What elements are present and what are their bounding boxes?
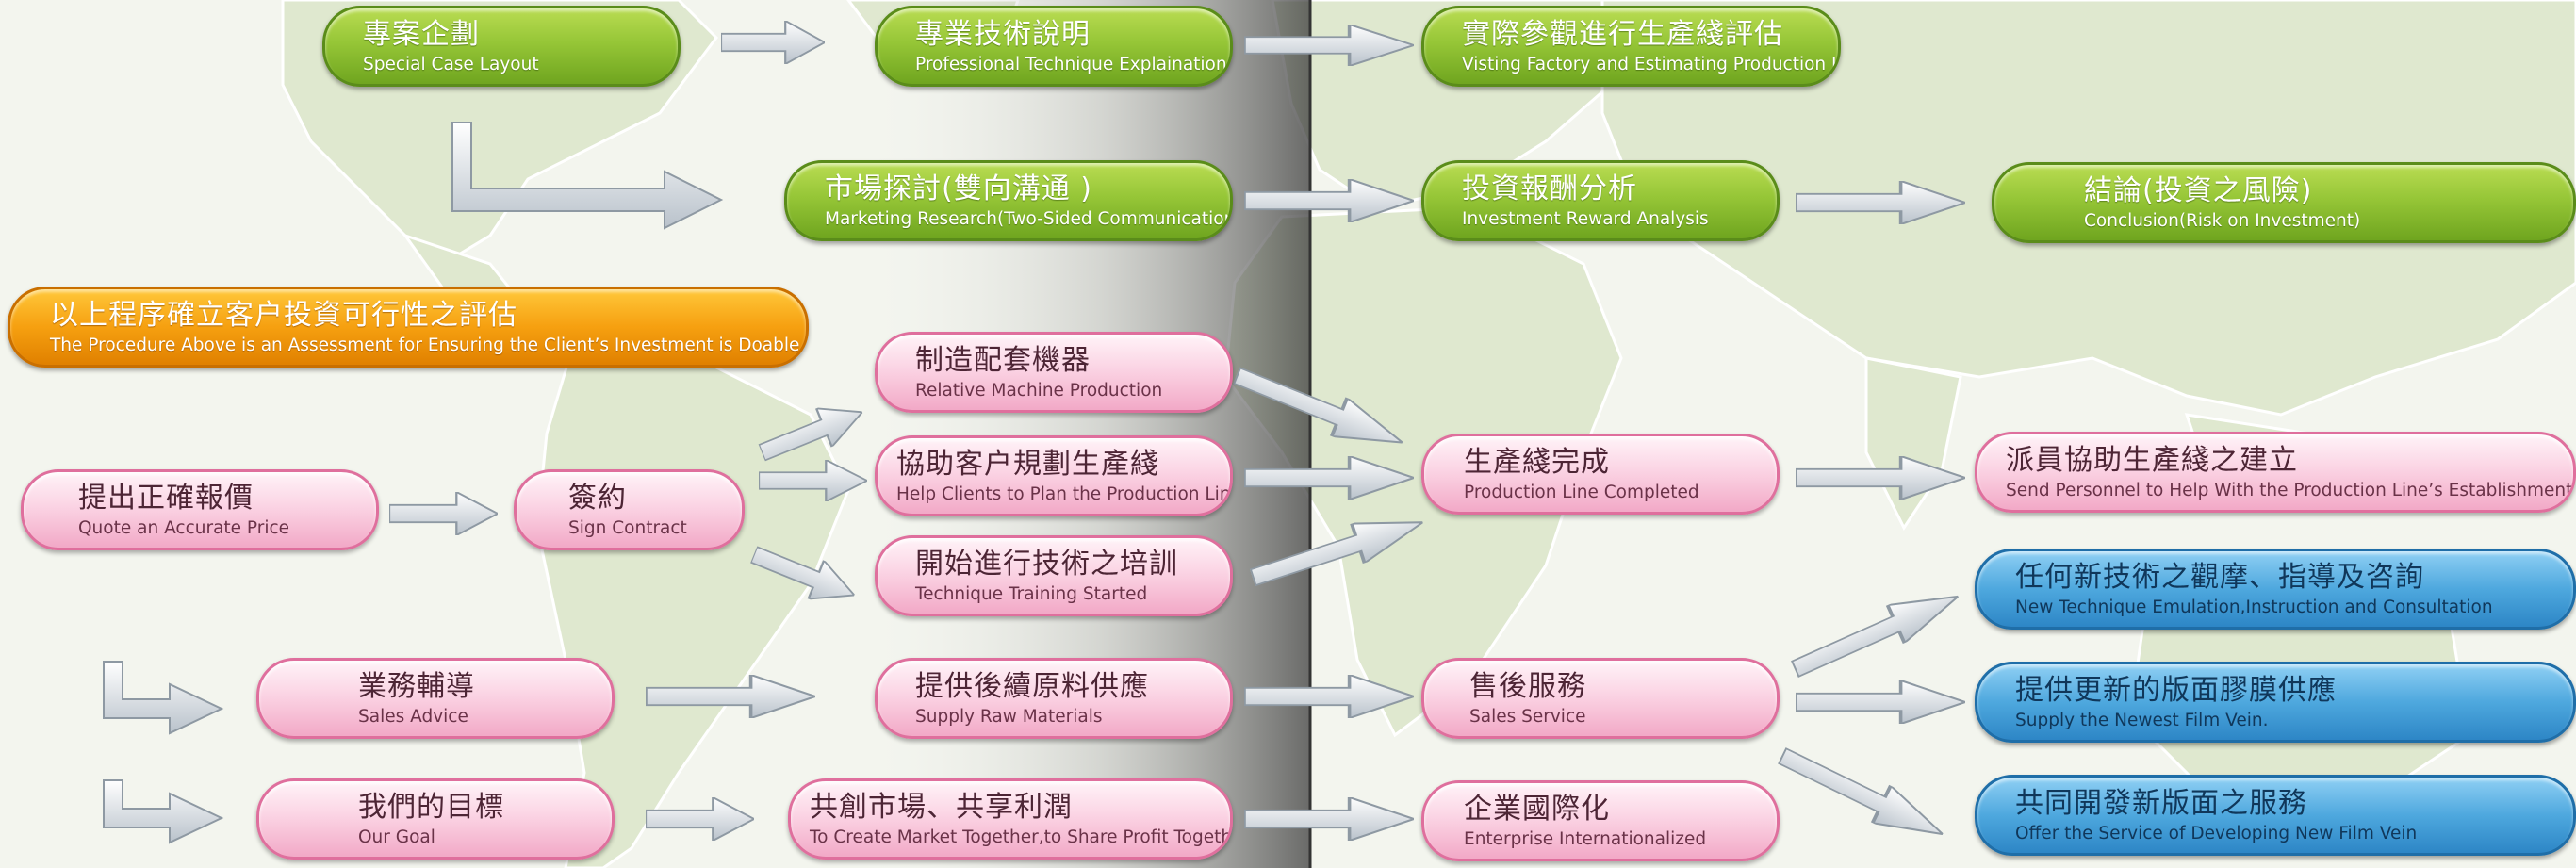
node-title: 開始進行技術之培訓: [915, 547, 1178, 581]
node-sales-service: 售後服務 Sales Service: [1421, 658, 1780, 739]
arrow-up-right: [1786, 577, 1967, 689]
node-investment-reward: 投資報酬分析 Investment Reward Analysis: [1421, 160, 1780, 241]
node-plan-production: 協助客户規劃生產綫 Help Clients to Plan the Produ…: [875, 435, 1233, 516]
elbow-arrow: [103, 779, 224, 844]
arrow-right: [1796, 181, 1965, 224]
arrow-right: [389, 492, 498, 535]
node-title: 業務輔導: [358, 669, 475, 703]
node-subtitle: Help Clients to Plan the Production Line: [896, 483, 1233, 504]
node-title: 市場探討(雙向溝通 ): [825, 172, 1092, 205]
node-subtitle: Relative Machine Production: [915, 380, 1163, 401]
node-internationalized: 企業國際化 Enterprise Internationalized: [1421, 780, 1780, 861]
node-quote-price: 提出正確報價 Quote an Accurate Price: [21, 469, 379, 550]
elbow-arrow: [451, 122, 724, 230]
node-title: 共創市場、共享利潤: [810, 790, 1073, 824]
node-title: 企業國際化: [1464, 792, 1610, 826]
node-conclusion: 結論(投資之風險) Conclusion(Risk on Investment): [1992, 162, 2576, 243]
node-title: 我們的目標: [358, 790, 504, 824]
node-subtitle: Sales Service: [1469, 706, 1586, 727]
node-subtitle: Supply the Newest Film Vein.: [2015, 710, 2269, 730]
node-create-market: 共創市場、共享利潤 To Create Market Together,to S…: [788, 778, 1233, 860]
node-title: 生產綫完成: [1464, 445, 1610, 479]
node-title: 實際參觀進行生產綫評估: [1462, 17, 1783, 51]
node-subtitle: Sign Contract: [568, 517, 687, 538]
node-subtitle: Offer the Service of Developing New Film…: [2015, 823, 2418, 843]
node-subtitle: Quote an Accurate Price: [78, 517, 290, 538]
node-subtitle: Sales Advice: [358, 706, 468, 727]
node-subtitle: To Create Market Together,to Share Profi…: [810, 827, 1233, 847]
node-title: 售後服務: [1469, 669, 1586, 703]
node-title: 提供更新的版面膠膜供應: [2015, 673, 2337, 707]
node-subtitle: Conclusion(Risk on Investment): [2084, 210, 2361, 231]
node-title: 共同開發新版面之服務: [2015, 786, 2307, 820]
arrow-right: [646, 797, 754, 841]
node-title: 以上程序確立客户投資可行性之評估: [50, 298, 517, 332]
node-visiting-factory: 實際參觀進行生產綫評估 Visting Factory and Estimati…: [1421, 6, 1841, 87]
node-send-personnel: 派員協助生產綫之建立 Send Personnel to Help With t…: [1975, 432, 2576, 513]
node-title: 協助客户規劃生產綫: [896, 447, 1159, 481]
node-sales-advice: 業務輔導 Sales Advice: [256, 658, 615, 739]
node-special-case-layout: 專案企劃 Special Case Layout: [322, 6, 681, 87]
node-subtitle: Marketing Research(Two-Sided Communicati…: [825, 208, 1233, 229]
node-title: 制造配套機器: [915, 343, 1091, 377]
arrow-right: [1244, 25, 1414, 66]
node-subtitle: Our Goal: [358, 827, 435, 847]
arrow-down-right: [746, 535, 862, 614]
node-title: 專案企劃: [363, 17, 480, 51]
arrow-right: [759, 460, 867, 501]
node-subtitle: Professional Technique Explaination: [915, 54, 1227, 74]
node-subtitle: Enterprise Internationalized: [1464, 828, 1707, 849]
node-marketing-research: 市場探討(雙向溝通 ) Marketing Research(Two-Sided…: [784, 160, 1233, 241]
node-title: 派員協助生產綫之建立: [2006, 443, 2298, 477]
arrow-right: [646, 675, 815, 718]
node-line-completed: 生產綫完成 Production Line Completed: [1421, 434, 1780, 515]
node-title: 提出正確報價: [78, 481, 254, 515]
arrow-right: [721, 21, 825, 64]
node-our-goal: 我們的目標 Our Goal: [256, 778, 615, 860]
node-assessment: 以上程序確立客户投資可行性之評估 The Procedure Above is …: [8, 287, 809, 368]
elbow-arrow: [103, 661, 224, 735]
node-subtitle: Visting Factory and Estimating Productio…: [1462, 54, 1841, 74]
node-develop-film-vein: 共同開發新版面之服務 Offer the Service of Developi…: [1975, 775, 2576, 856]
arrow-right: [1244, 797, 1414, 841]
node-machine-production: 制造配套機器 Relative Machine Production: [875, 332, 1233, 413]
node-title: 提供後續原料供應: [915, 669, 1149, 703]
node-subtitle: Production Line Completed: [1464, 482, 1699, 502]
node-subtitle: Special Case Layout: [363, 54, 539, 74]
arrow-right: [1244, 179, 1414, 222]
node-technique-training: 開始進行技術之培訓 Technique Training Started: [875, 535, 1233, 616]
arrow-up-right: [754, 392, 871, 472]
node-title: 任何新技術之觀摩、指導及咨詢: [2015, 560, 2424, 594]
arrow-right: [1796, 456, 1965, 500]
arrow-down-right: [1228, 356, 1411, 462]
node-professional-technique: 專業技術說明 Professional Technique Explainati…: [875, 6, 1233, 87]
node-subtitle: Technique Training Started: [915, 583, 1148, 604]
node-subtitle: Send Personnel to Help With the Producti…: [2006, 480, 2573, 500]
node-raw-materials: 提供後續原料供應 Supply Raw Materials: [875, 658, 1233, 739]
node-title: 投資報酬分析: [1462, 172, 1637, 205]
node-title: 結論(投資之風險): [2084, 173, 2313, 207]
arrow-down-right: [1772, 737, 1952, 853]
arrow-right: [1244, 456, 1414, 500]
node-film-vein: 提供更新的版面膠膜供應 Supply the Newest Film Vein.: [1975, 662, 2576, 743]
arrow-right: [1796, 680, 1965, 724]
node-subtitle: The Procedure Above is an Assessment for…: [50, 335, 806, 355]
node-subtitle: New Technique Emulation,Instruction and …: [2015, 597, 2493, 617]
arrow-right: [1244, 675, 1414, 718]
node-subtitle: Investment Reward Analysis: [1462, 208, 1709, 229]
node-new-technique: 任何新技術之觀摩、指導及咨詢 New Technique Emulation,I…: [1975, 549, 2576, 630]
node-subtitle: Supply Raw Materials: [915, 706, 1103, 727]
node-title: 專業技術說明: [915, 17, 1091, 51]
arrow-up-right: [1246, 502, 1430, 598]
node-title: 簽約: [568, 481, 627, 515]
node-sign-contract: 簽約 Sign Contract: [514, 469, 745, 550]
